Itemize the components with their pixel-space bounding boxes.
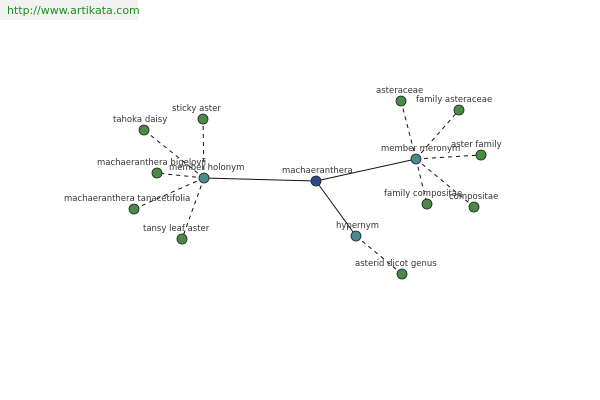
edge-member-meronym-asteraceae: [400, 100, 417, 160]
node-member-holonym[interactable]: [198, 172, 210, 184]
node-tansy-leaf-aster[interactable]: [176, 233, 188, 245]
label-asteraceae: asteraceae: [376, 86, 423, 96]
node-sticky-aster[interactable]: [197, 113, 209, 125]
edge-member-holonym-tansy-leaf-aster: [181, 177, 205, 240]
graph-labels: machaeranthera member holonym tahoka daisy…: [64, 86, 502, 269]
edge-machaeranthera-member-holonym: [203, 177, 317, 182]
watermark-box: http://www.artikata.com: [0, 0, 140, 20]
node-compositae[interactable]: [468, 201, 480, 213]
edge-hypernym-asterid-dicot-genus: [355, 235, 403, 275]
label-member-meronym: member meronym: [381, 144, 460, 154]
node-asteraceae[interactable]: [395, 95, 407, 107]
edge-member-holonym-sticky-aster: [202, 118, 205, 179]
edge-member-holonym-machaeranthera-bigelovii: [156, 172, 205, 179]
label-sticky-aster: sticky aster: [172, 104, 221, 114]
label-tansy-leaf-aster: tansy leaf aster: [143, 224, 210, 234]
node-machaeranthera[interactable]: [310, 175, 322, 187]
label-machaeranthera-bigelovii: machaeranthera bigelovii: [97, 158, 206, 168]
node-machaeranthera-bigelovii[interactable]: [151, 167, 163, 179]
node-machaeranthera-tanacetifolia[interactable]: [128, 203, 140, 215]
node-asterid-dicot-genus[interactable]: [396, 268, 408, 280]
label-compositae: compositae: [449, 192, 498, 202]
edge-member-meronym-family-asteraceae: [415, 109, 460, 160]
edge-member-meronym-aster-family: [415, 154, 482, 160]
label-family-asteraceae: family asteraceae: [416, 95, 492, 105]
label-member-holonym: member holonym: [169, 163, 244, 173]
edge-machaeranthera-hypernym: [315, 180, 357, 237]
label-asterid-dicot-genus: asterid dicot genus: [355, 259, 437, 269]
node-aster-family[interactable]: [475, 149, 487, 161]
node-tahoka-daisy[interactable]: [138, 124, 150, 136]
label-aster-family: aster family: [451, 140, 502, 150]
label-machaeranthera: machaeranthera: [282, 166, 353, 176]
watermark-url: http://www.artikata.com: [7, 4, 140, 17]
label-hypernym: hypernym: [336, 221, 379, 231]
edge-machaeranthera-member-meronym: [315, 158, 417, 182]
label-tahoka-daisy: tahoka daisy: [113, 115, 167, 125]
node-family-asteraceae[interactable]: [453, 104, 465, 116]
node-hypernym[interactable]: [350, 230, 362, 242]
node-family-compositae[interactable]: [421, 198, 433, 210]
graph-nodes: [128, 95, 487, 280]
edge-member-holonym-tahoka-daisy: [143, 129, 205, 179]
node-member-meronym[interactable]: [410, 153, 422, 165]
graph-edges: [133, 100, 482, 275]
label-family-compositae: family compositae: [384, 189, 462, 199]
label-machaeranthera-tanacetifolia: machaeranthera tanacetifolia: [64, 194, 190, 204]
